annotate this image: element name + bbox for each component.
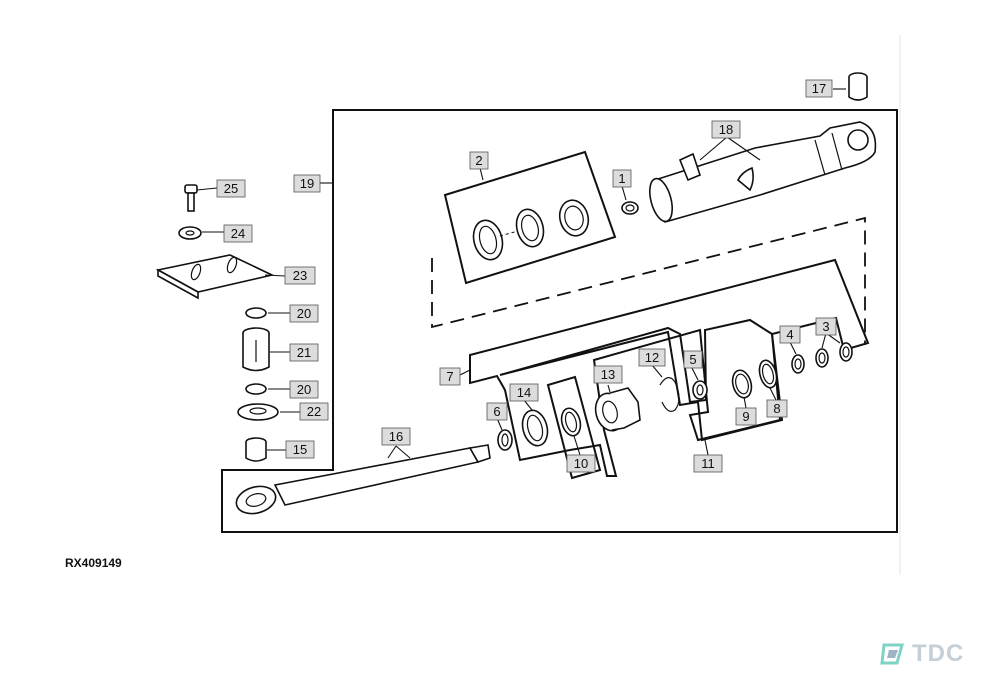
- callout-1: 1: [612, 169, 632, 188]
- bolt-25: [184, 184, 198, 212]
- seal-kit-box: [469, 258, 870, 477]
- svg-text:11: 11: [701, 456, 715, 471]
- svg-text:20: 20: [297, 306, 311, 321]
- callout-22: 22: [299, 402, 329, 421]
- gland-13: [594, 387, 641, 432]
- logo-text: TDC: [912, 640, 965, 667]
- svg-text:7: 7: [446, 369, 453, 384]
- svg-text:24: 24: [231, 226, 245, 241]
- item10-box: [546, 375, 602, 480]
- callout-23: 23: [284, 266, 316, 285]
- plate-23: [155, 254, 275, 300]
- svg-text:18: 18: [719, 122, 733, 137]
- o-ring-20-top: [245, 307, 267, 319]
- washer-22: [237, 403, 279, 421]
- tdc-logo-icon: [880, 643, 904, 665]
- piston-rod-16: [235, 444, 491, 515]
- dashed-boundary: [431, 216, 866, 345]
- callout-9: 9: [735, 407, 757, 426]
- callout-10: 10: [566, 454, 596, 473]
- svg-text:5: 5: [689, 352, 696, 367]
- ring-9: [731, 369, 753, 399]
- callout-5: 5: [683, 350, 703, 369]
- snap-ring-12: [659, 377, 680, 412]
- nut-1: [621, 201, 639, 215]
- assembly-frame: [221, 109, 898, 533]
- ring-8: [758, 359, 778, 389]
- svg-text:19: 19: [300, 176, 314, 191]
- callout-25: 25: [216, 179, 246, 198]
- svg-text:10: 10: [574, 456, 588, 471]
- callout-16: 16: [381, 427, 411, 446]
- callout-2: 2: [469, 151, 489, 170]
- callout-15: 15: [285, 440, 315, 459]
- washer-24: [178, 226, 202, 240]
- callout-18: 18: [711, 120, 741, 139]
- leader-lines: [196, 88, 846, 459]
- bushing-17: [848, 72, 868, 101]
- svg-text:3: 3: [822, 319, 829, 334]
- callout-4: 4: [779, 325, 801, 344]
- pin-21: [242, 327, 270, 372]
- svg-text:12: 12: [645, 350, 659, 365]
- seals-3: [815, 342, 853, 368]
- svg-text:8: 8: [773, 401, 780, 416]
- svg-text:21: 21: [297, 345, 311, 360]
- callout-11: 11: [693, 454, 723, 473]
- svg-text:1: 1: [618, 171, 625, 186]
- callout-8: 8: [766, 399, 788, 418]
- callout-13: 13: [593, 365, 623, 384]
- ring-10: [560, 407, 582, 437]
- callout-7: 7: [439, 367, 461, 386]
- svg-text:23: 23: [293, 268, 307, 283]
- svg-text:22: 22: [307, 404, 321, 419]
- svg-text:14: 14: [517, 385, 531, 400]
- callout-14: 14: [509, 383, 539, 402]
- svg-text:4: 4: [786, 327, 793, 342]
- callout-20-bottom: 20: [289, 380, 319, 399]
- piston-kit-box: [443, 150, 617, 285]
- svg-text:16: 16: [389, 429, 403, 444]
- svg-text:13: 13: [601, 367, 615, 382]
- o-ring-20-bottom: [245, 383, 267, 395]
- svg-text:6: 6: [493, 404, 500, 419]
- reference-code: RX409149: [65, 556, 122, 570]
- brand-logo: TDC: [880, 640, 964, 668]
- callout-12: 12: [638, 348, 666, 367]
- svg-text:15: 15: [293, 442, 307, 457]
- callout-17: 17: [805, 79, 833, 98]
- svg-text:9: 9: [742, 409, 749, 424]
- gland-kit-box: [499, 318, 784, 442]
- callout-24: 24: [223, 224, 253, 243]
- callout-19: 19: [293, 174, 321, 193]
- svg-text:17: 17: [812, 81, 826, 96]
- bushing-15: [245, 437, 267, 462]
- cylinder-barrel-18: [648, 121, 877, 223]
- callout-6: 6: [486, 402, 508, 421]
- seal-5: [692, 380, 708, 400]
- seal-4: [791, 354, 805, 374]
- svg-text:20: 20: [297, 382, 311, 397]
- wiper-14: [521, 409, 549, 447]
- svg-text:25: 25: [224, 181, 238, 196]
- callout-20-top: 20: [289, 304, 319, 323]
- seal-6: [497, 429, 513, 451]
- piston-components-2: [472, 199, 590, 261]
- callout-21: 21: [289, 343, 319, 362]
- callout-3: 3: [815, 317, 837, 336]
- svg-text:2: 2: [475, 153, 482, 168]
